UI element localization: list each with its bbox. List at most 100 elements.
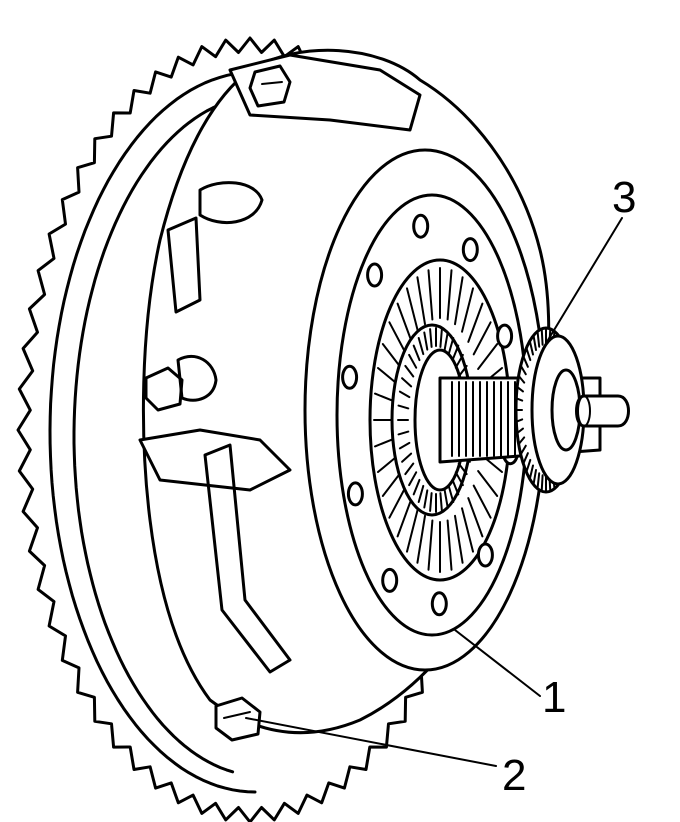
- hub-spline: [404, 364, 415, 378]
- hub-spline: [451, 344, 460, 362]
- pilot-gear-tooth: [522, 452, 529, 465]
- rivet: [346, 481, 364, 507]
- diaphragm-finger: [461, 287, 474, 333]
- cover-bolt-left: [144, 366, 184, 412]
- hub-spline: [408, 353, 418, 369]
- hub-spline: [423, 489, 429, 509]
- hub-spline: [439, 492, 443, 512]
- callout-3: 3: [612, 173, 636, 222]
- leader-line-3: [547, 217, 623, 341]
- cover-lug-bottom: [138, 428, 292, 492]
- diaphragm-finger: [467, 497, 484, 538]
- diaphragm-finger: [388, 321, 408, 356]
- leader-line-1: [454, 629, 541, 697]
- rivet: [381, 567, 399, 593]
- diaphragm-finger: [472, 321, 492, 356]
- rivet: [476, 542, 494, 568]
- hub-spline: [429, 328, 433, 348]
- pilot-gear-tooth: [528, 340, 534, 356]
- rivet: [366, 262, 384, 288]
- diaphragm-finger: [427, 269, 434, 321]
- pilot-gear-tooth: [515, 397, 524, 402]
- pilot-gear-tooth: [536, 330, 541, 348]
- hub-spline: [443, 489, 449, 509]
- pressure-plate-rivets: [341, 213, 519, 617]
- cover-window-mid: [176, 354, 218, 402]
- cover-bolt-bottom: [214, 696, 262, 742]
- diaphragm-finger: [477, 470, 499, 497]
- pilot-gear-tooth: [517, 436, 526, 446]
- hub-spline: [423, 331, 429, 351]
- diaphragm-finger: [477, 343, 499, 370]
- shaft-end-face: [577, 395, 591, 427]
- hub-spline: [404, 462, 415, 476]
- pilot-gear-tooth: [525, 458, 532, 473]
- hub-spline: [398, 390, 411, 399]
- flywheel-rim: [48, 70, 289, 794]
- pilot-gear-tooth: [528, 464, 534, 480]
- cover-window-left: [166, 216, 202, 314]
- pilot-gear-tooth: [519, 444, 527, 456]
- cover-strap-lower: [203, 443, 292, 674]
- pilot-gear-tooth: [532, 469, 537, 486]
- pilot-gear-tooth: [525, 347, 532, 362]
- hub-spline: [408, 471, 418, 487]
- rivet: [341, 364, 359, 390]
- hub-spline: [429, 492, 433, 512]
- hub-spline: [398, 441, 411, 450]
- pilot-gear-tooth: [519, 364, 527, 376]
- diaphragm-finger: [388, 484, 408, 519]
- leader-line-2: [245, 717, 497, 767]
- pilot-gear-tooth: [516, 385, 524, 393]
- hub-spline: [443, 331, 449, 351]
- hub-spline: [397, 430, 410, 436]
- diaphragm-finger: [454, 276, 464, 326]
- rivet: [412, 213, 430, 239]
- hub-spline: [417, 337, 425, 356]
- hub-spline: [397, 404, 410, 410]
- hub-spline: [457, 462, 468, 476]
- diaphragm-finger: [454, 514, 464, 564]
- callout-2: 2: [502, 751, 526, 800]
- hub-spline: [417, 484, 425, 503]
- diaphragm-finger: [467, 302, 484, 343]
- diaphragm-finger: [406, 507, 419, 553]
- diaphragm-finger: [472, 484, 492, 519]
- diaphragm-finger: [396, 497, 413, 538]
- cover-bolt-top: [248, 64, 292, 108]
- pilot-gear-tooth: [522, 355, 529, 368]
- rivet: [496, 323, 514, 349]
- rivet: [430, 591, 448, 617]
- hub-spline: [412, 478, 421, 496]
- diaphragm-finger: [446, 519, 453, 571]
- hub-spline: [454, 353, 464, 369]
- diaphragm-finger: [427, 519, 434, 571]
- pilot-gear-tooth: [540, 474, 544, 493]
- hub-spline: [447, 337, 455, 356]
- hub-spline: [457, 364, 468, 378]
- hub-spline: [451, 478, 460, 496]
- pilot-gear-tooth: [540, 327, 544, 346]
- hub-spline: [447, 484, 455, 503]
- diaphragm-finger: [416, 514, 426, 564]
- diaphragm-finger: [406, 287, 419, 333]
- pilot-gear-tooth: [532, 334, 537, 351]
- cover-window-upper: [198, 181, 264, 225]
- hub-spline: [439, 328, 443, 348]
- diaphragm-finger: [461, 507, 474, 553]
- pilot-gear-tooth: [515, 418, 524, 423]
- pilot-gear-tooth: [536, 472, 541, 490]
- pilot-gear-tooth: [516, 427, 524, 435]
- flywheel-face: [72, 94, 264, 774]
- callout-1: 1: [542, 673, 566, 722]
- diaphragm-finger: [416, 276, 426, 326]
- hub-spline: [454, 471, 464, 487]
- diaphragm-finger: [446, 269, 453, 321]
- shaft-end-pin: [575, 394, 630, 428]
- rivet: [461, 237, 479, 263]
- pilot-gear-tooth: [517, 374, 526, 384]
- diaphragm-finger: [396, 302, 413, 343]
- hub-spline: [401, 377, 413, 388]
- hub-spline: [401, 452, 413, 463]
